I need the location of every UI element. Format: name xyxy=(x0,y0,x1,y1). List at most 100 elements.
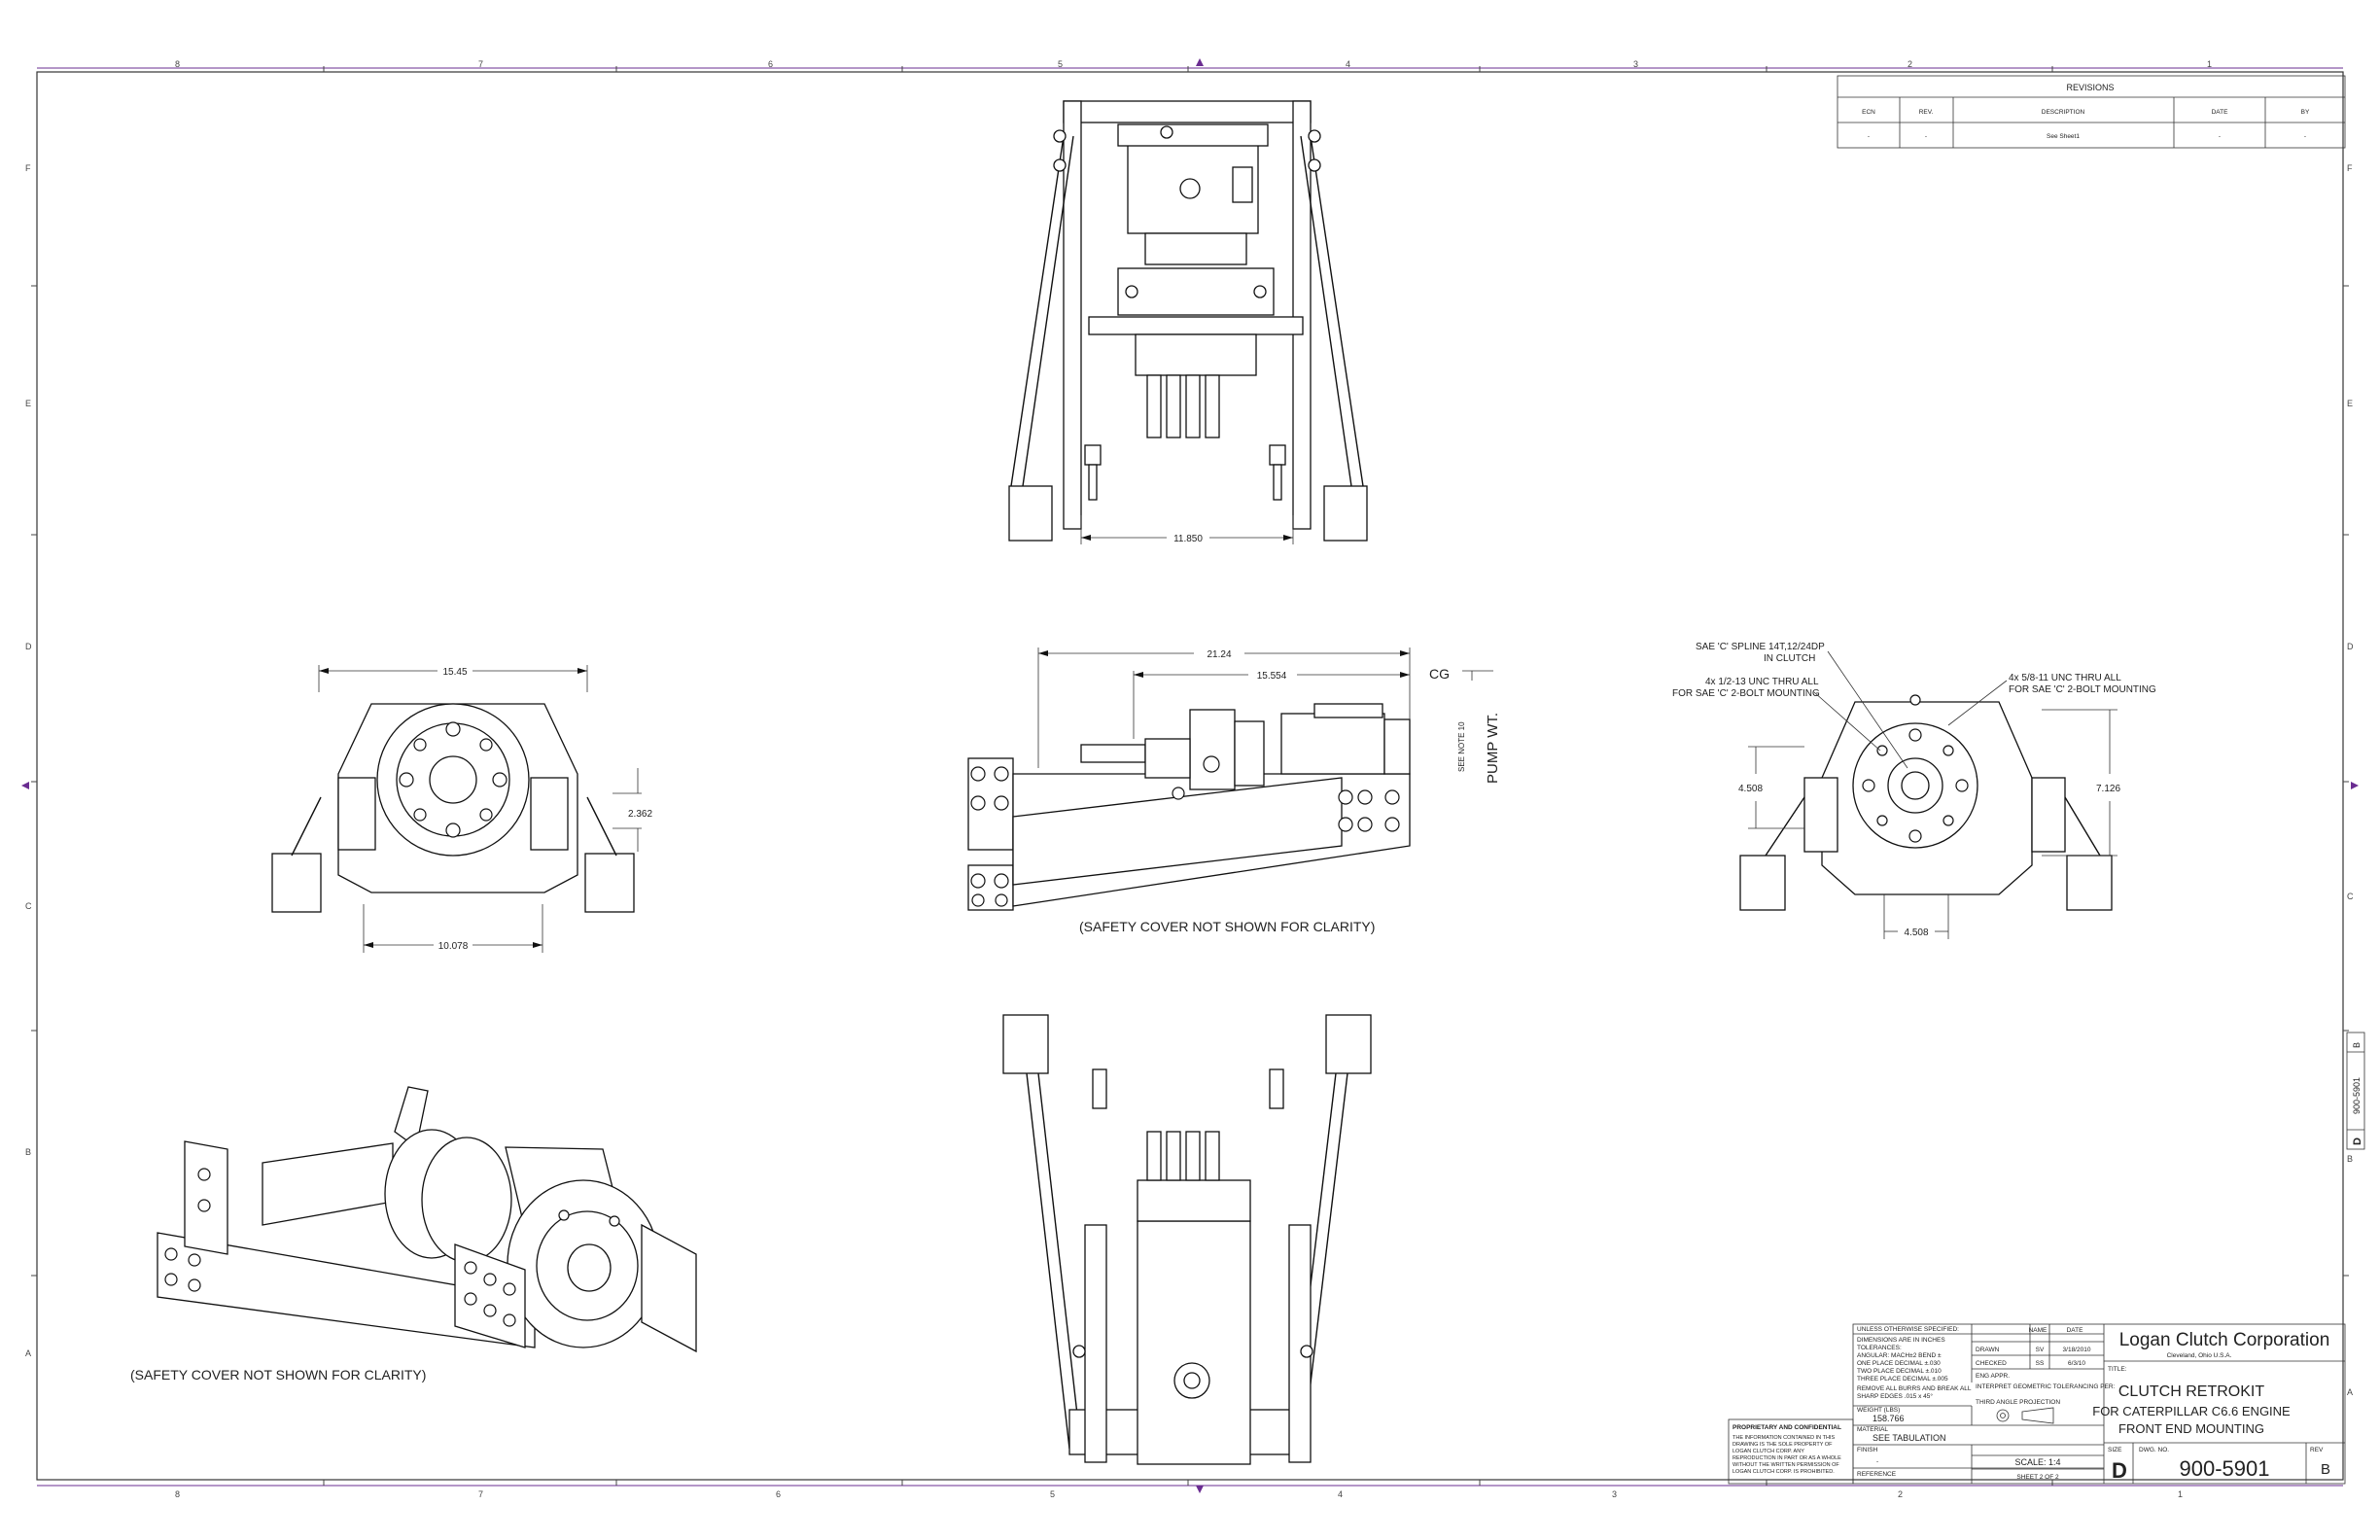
rev-header-rev: REV. xyxy=(1919,109,1934,116)
zone-col-8-b: 8 xyxy=(175,1489,180,1499)
rev-cell-description: See Sheet1 xyxy=(2047,133,2080,140)
side-view: 21.24 15.554 CG PUMP WT. SEE NOTE 10 (SA… xyxy=(967,648,1501,934)
zone-row-e-r: E xyxy=(2347,399,2353,408)
rev-header-description: DESCRIPTION xyxy=(2042,109,2085,116)
name-header: NAME xyxy=(2029,1327,2048,1334)
title-label: TITLE: xyxy=(2108,1366,2127,1373)
side-number-tab: B 900-5901 D xyxy=(2346,1032,2365,1150)
company-name: Logan Clutch Corporation xyxy=(2119,1330,2330,1350)
dim-rear-height-left: 4.508 xyxy=(1738,784,1763,794)
drawn-date: 3/18/2010 xyxy=(2063,1347,2091,1353)
rear-view: 4.508 7.126 4.508 SAE 'C' SPLINE 14T,12/… xyxy=(1672,642,2156,939)
side-view-caption: (SAFETY COVER NOT SHOWN FOR CLARITY) xyxy=(1079,919,1375,934)
tol-line-2: TOLERANCES: xyxy=(1857,1345,1902,1351)
isometric-view: (SAFETY COVER NOT SHOWN FOR CLARITY) xyxy=(130,1086,697,1382)
zone-col-3: 3 xyxy=(1633,59,1638,69)
zone-col-4: 4 xyxy=(1346,59,1350,69)
prop-line-5: LOGAN CLUTCH CORP. IS PROHIBITED. xyxy=(1732,1469,1835,1475)
reference-label: REFERENCE xyxy=(1857,1471,1897,1478)
zone-labels-left: F E D C B A xyxy=(25,163,32,1358)
title-block: UNLESS OTHERWISE SPECIFIED: DIMENSIONS A… xyxy=(1852,1323,2346,1485)
size-value: D xyxy=(2112,1458,2127,1483)
zone-labels-top: 8 7 6 5 4 3 2 1 xyxy=(175,59,2212,69)
dim-side-overall: 21.24 xyxy=(1207,649,1231,660)
material-label: MATERIAL xyxy=(1857,1426,1888,1433)
cg-label: CG xyxy=(1429,666,1450,682)
front-view: 15.45 2.362 10.078 xyxy=(271,665,652,953)
callout-left-2: FOR SAE 'C' 2-BOLT MOUNTING xyxy=(1672,688,1820,699)
sheet-border xyxy=(21,58,2359,1493)
zone-row-a-r: A xyxy=(2347,1387,2353,1397)
side-tab-rev: B xyxy=(2352,1042,2362,1048)
callout-right-2: FOR SAE 'C' 2-BOLT MOUNTING xyxy=(2009,684,2156,695)
rev-cell-rev: - xyxy=(1925,133,1927,140)
rev-header-ecn: ECN xyxy=(1862,109,1875,116)
prop-line-0: THE INFORMATION CONTAINED IN THIS xyxy=(1732,1435,1835,1441)
weight-label: WEIGHT (LBS) xyxy=(1857,1407,1900,1414)
tol-line-1: DIMENSIONS ARE IN INCHES xyxy=(1857,1337,1945,1344)
side-tab-number: 900-5901 xyxy=(2352,1077,2362,1114)
dim-front-height: 2.362 xyxy=(628,809,652,820)
prop-line-1: DRAWING IS THE SOLE PROPERTY OF xyxy=(1732,1442,1833,1448)
zone-col-2-b: 2 xyxy=(1898,1489,1903,1499)
dwg-no-value: 900-5901 xyxy=(2180,1456,2270,1481)
sheet-value: SHEET 2 OF 2 xyxy=(2016,1474,2059,1481)
proprietary-notice: PROPRIETARY AND CONFIDENTIAL THE INFORMA… xyxy=(1728,1418,1854,1485)
prop-title: PROPRIETARY AND CONFIDENTIAL xyxy=(1732,1424,1841,1431)
checked-label: CHECKED xyxy=(1976,1360,2007,1367)
third-angle-label: THIRD ANGLE PROJECTION xyxy=(1976,1399,2060,1406)
iso-view-caption: (SAFETY COVER NOT SHOWN FOR CLARITY) xyxy=(130,1367,426,1382)
drawing-title-2: FOR CATERPILLAR C6.6 ENGINE xyxy=(2092,1404,2291,1418)
prop-line-2: LOGAN CLUTCH CORP. ANY xyxy=(1732,1449,1804,1454)
callout-spline-1: SAE 'C' SPLINE 14T,12/24DP xyxy=(1696,642,1825,652)
zone-col-1: 1 xyxy=(2207,59,2212,69)
rev-label: REV xyxy=(2310,1447,2324,1453)
zone-row-b-r: B xyxy=(2347,1154,2353,1164)
date-header: DATE xyxy=(2067,1327,2084,1334)
tol-line-6: THREE PLACE DECIMAL ±.005 xyxy=(1857,1376,1948,1382)
zone-row-e: E xyxy=(25,399,31,408)
size-label: SIZE xyxy=(2108,1447,2122,1453)
prop-line-4: WITHOUT THE WRITTEN PERMISSION OF xyxy=(1732,1462,1839,1468)
zone-col-7: 7 xyxy=(478,59,483,69)
drawing-title-3: FRONT END MOUNTING xyxy=(2118,1421,2264,1436)
tol-line-0: UNLESS OTHERWISE SPECIFIED: xyxy=(1857,1326,1959,1333)
dim-front-bottom: 10.078 xyxy=(438,941,469,952)
top-view: 11.850 xyxy=(1008,100,1368,544)
rev-header-date: DATE xyxy=(2212,109,2229,116)
zone-row-d: D xyxy=(25,642,32,651)
zone-row-d-r: D xyxy=(2347,642,2354,651)
interpret-label: INTERPRET GEOMETRIC TOLERANCING PER: xyxy=(1976,1383,2116,1390)
revisions-title: REVISIONS xyxy=(2066,83,2114,92)
drawing-title-1: CLUTCH RETROKIT xyxy=(2118,1383,2264,1400)
zone-row-f: F xyxy=(25,163,31,173)
dwg-no-label: DWG. NO. xyxy=(2139,1447,2169,1453)
callout-left-1: 4x 1/2-13 UNC THRU ALL xyxy=(1705,677,1819,687)
zone-labels-right: F E D C B A xyxy=(2347,163,2354,1397)
company-location: Cleveland, Ohio U.S.A. xyxy=(2167,1352,2232,1359)
drawn-label: DRAWN xyxy=(1976,1347,2000,1353)
eng-appr-label: ENG APPR. xyxy=(1976,1373,2010,1380)
tol-line-7: REMOVE ALL BURRS AND BREAK ALL xyxy=(1857,1385,1972,1392)
revisions-table: REVISIONS ECN REV. DESCRIPTION DATE BY -… xyxy=(1837,75,2346,149)
zone-col-6: 6 xyxy=(768,59,773,69)
finish-label: FINISH xyxy=(1857,1447,1878,1453)
finish-value: - xyxy=(1876,1458,1878,1465)
zone-row-a: A xyxy=(25,1348,31,1358)
zone-row-f-r: F xyxy=(2347,163,2353,173)
rev-cell-date: - xyxy=(2219,133,2221,140)
rev-header-by: BY xyxy=(2301,109,2310,116)
weight-value: 158.766 xyxy=(1872,1414,1905,1423)
material-value: SEE TABULATION xyxy=(1872,1433,1946,1443)
pump-wt-label: PUMP WT. xyxy=(1485,713,1501,784)
zone-row-b: B xyxy=(25,1147,31,1157)
tol-line-4: ONE PLACE DECIMAL ±.030 xyxy=(1857,1360,1941,1367)
zone-labels-bottom: 8 7 6 5 4 3 2 1 xyxy=(175,1489,2183,1499)
tol-line-8: SHARP EDGES .015 x 45° xyxy=(1857,1392,1933,1400)
zone-col-5-b: 5 xyxy=(1050,1489,1055,1499)
scale-value: SCALE: 1:4 xyxy=(2014,1457,2060,1467)
zone-col-3-b: 3 xyxy=(1612,1489,1617,1499)
prop-line-3: REPRODUCTION IN PART OR AS A WHOLE xyxy=(1732,1455,1841,1461)
dim-front-width: 15.45 xyxy=(442,667,467,678)
